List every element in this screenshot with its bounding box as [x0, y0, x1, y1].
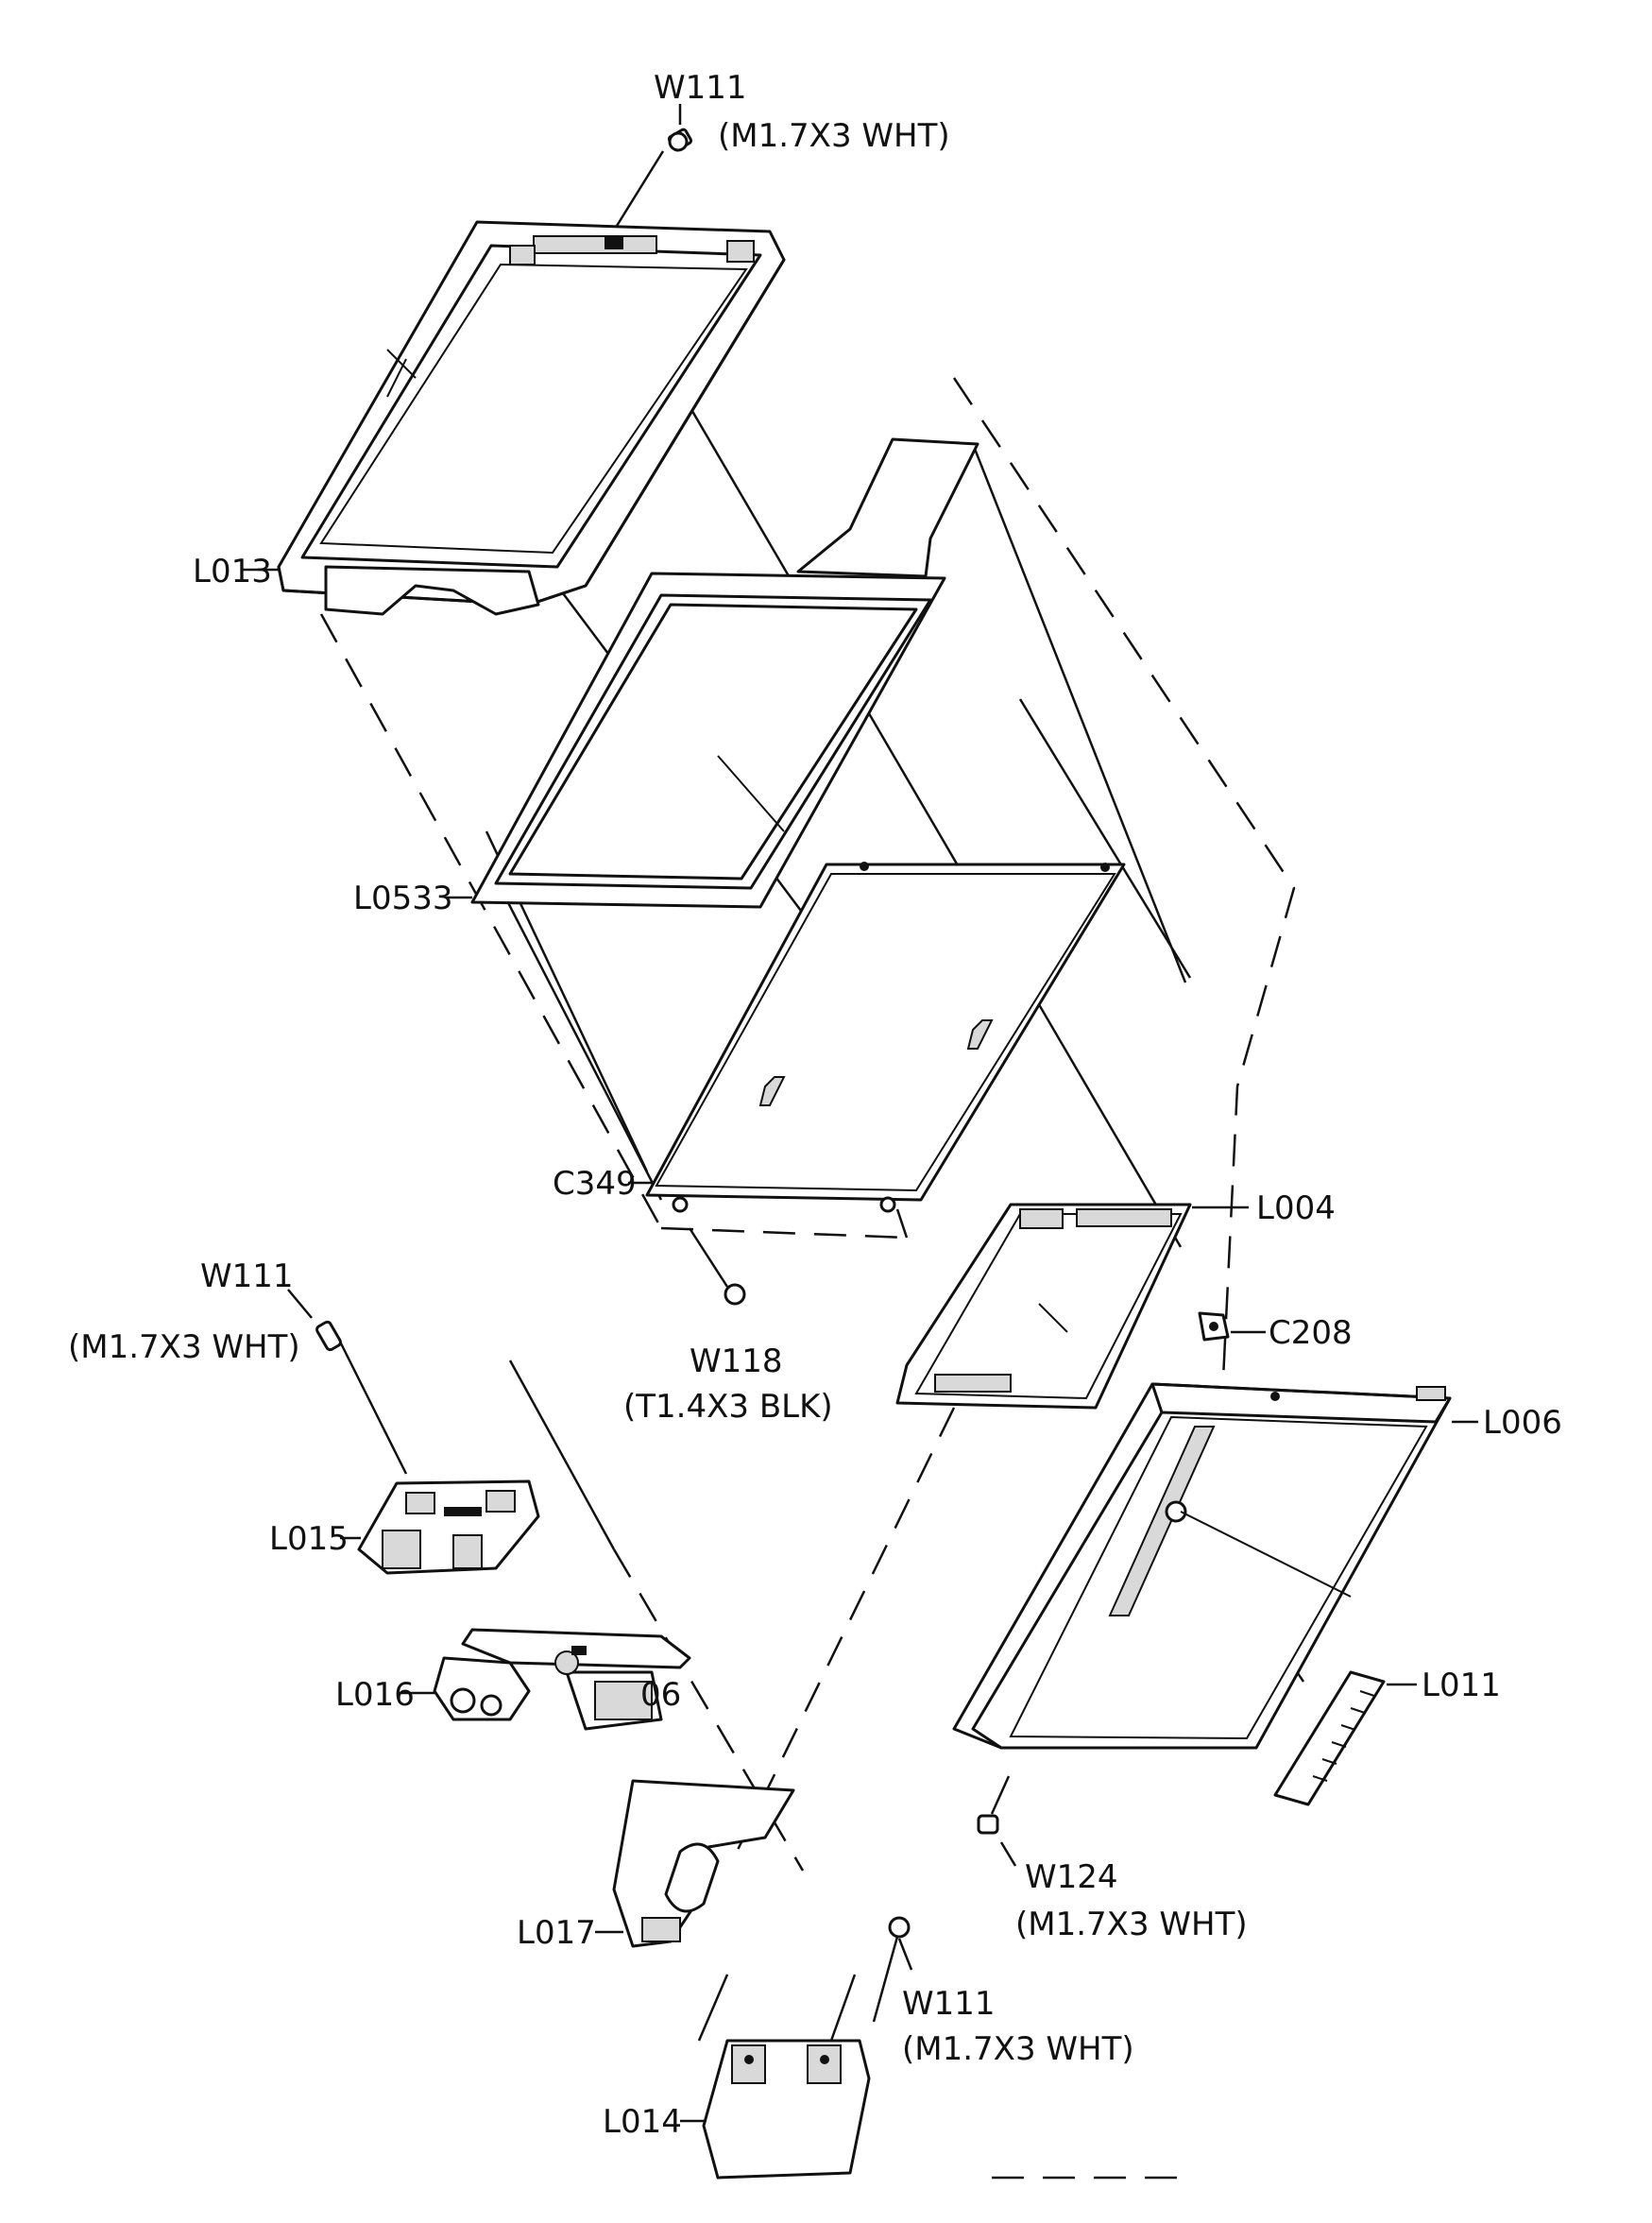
screw-icon [872, 1916, 911, 2023]
part-W111-top: W111 (M1.7X3 WHT) [603, 69, 950, 247]
part-L011-spring: L011 [1273, 1667, 1501, 1806]
label-L004: L004 [1256, 1189, 1336, 1227]
part-C208: C208 [1198, 1311, 1353, 1352]
label-L006: L006 [1483, 1404, 1562, 1442]
label-L016: L016 [335, 1676, 415, 1714]
part-W111-left: W111 (M1.7X3 WHT) [68, 1257, 342, 1366]
part-L017-flex-cover: L017 [517, 1779, 795, 1952]
label-L015: L015 [269, 1520, 349, 1558]
part-L015-hinge-bracket: L015 [269, 1479, 540, 1575]
part-L004-inner-frame: L004 [895, 1189, 1336, 1410]
part-L013-front-frame: L013 [193, 220, 786, 616]
label-C349: C349 [553, 1165, 637, 1203]
part-C349-backlight-plate: C349 [553, 862, 1126, 1213]
screw-icon [977, 1775, 1011, 1835]
part-ribbon-flex [796, 437, 979, 578]
label-L016-suffix: 06 [640, 1676, 681, 1714]
spec-W111-top: (M1.7X3 WHT) [718, 117, 950, 155]
part-L006-rear-cover: L006 [952, 1382, 1562, 1750]
part-L014-hinge-cover: L014 [603, 2039, 871, 2180]
spec-W111-bottom: (M1.7X3 WHT) [902, 2030, 1134, 2068]
label-L013: L013 [193, 553, 272, 590]
label-C208: C208 [1269, 1314, 1353, 1352]
part-W118: W118 (T1.4X3 BLK) [623, 1227, 833, 1426]
part-L016-hinge: L016 06 [335, 1628, 691, 1731]
screw-icon [603, 128, 693, 247]
label-L017: L017 [517, 1914, 596, 1952]
label-L011: L011 [1422, 1667, 1501, 1704]
label-W118: W118 [690, 1342, 783, 1380]
part-W124: W124 (M1.7X3 WHT) [977, 1775, 1248, 1943]
label-W124: W124 [1025, 1858, 1118, 1896]
screw-icon [287, 1289, 342, 1352]
spec-W124: (M1.7X3 WHT) [1015, 1906, 1248, 1943]
spec-W111-left: (M1.7X3 WHT) [68, 1328, 300, 1366]
spec-W118: (T1.4X3 BLK) [623, 1388, 833, 1426]
label-L014: L014 [603, 2103, 682, 2141]
label-W111-bottom: W111 [902, 1985, 996, 2023]
label-W111-top: W111 [654, 69, 747, 107]
screw-icon [688, 1227, 746, 1306]
label-L0533: L0533 [353, 880, 452, 917]
label-W111-left: W111 [200, 1257, 294, 1295]
part-W111-bottom: W111 (M1.7X3 WHT) [872, 1916, 1134, 2068]
part-L0533-lcd-panel: L0533 [353, 572, 946, 917]
